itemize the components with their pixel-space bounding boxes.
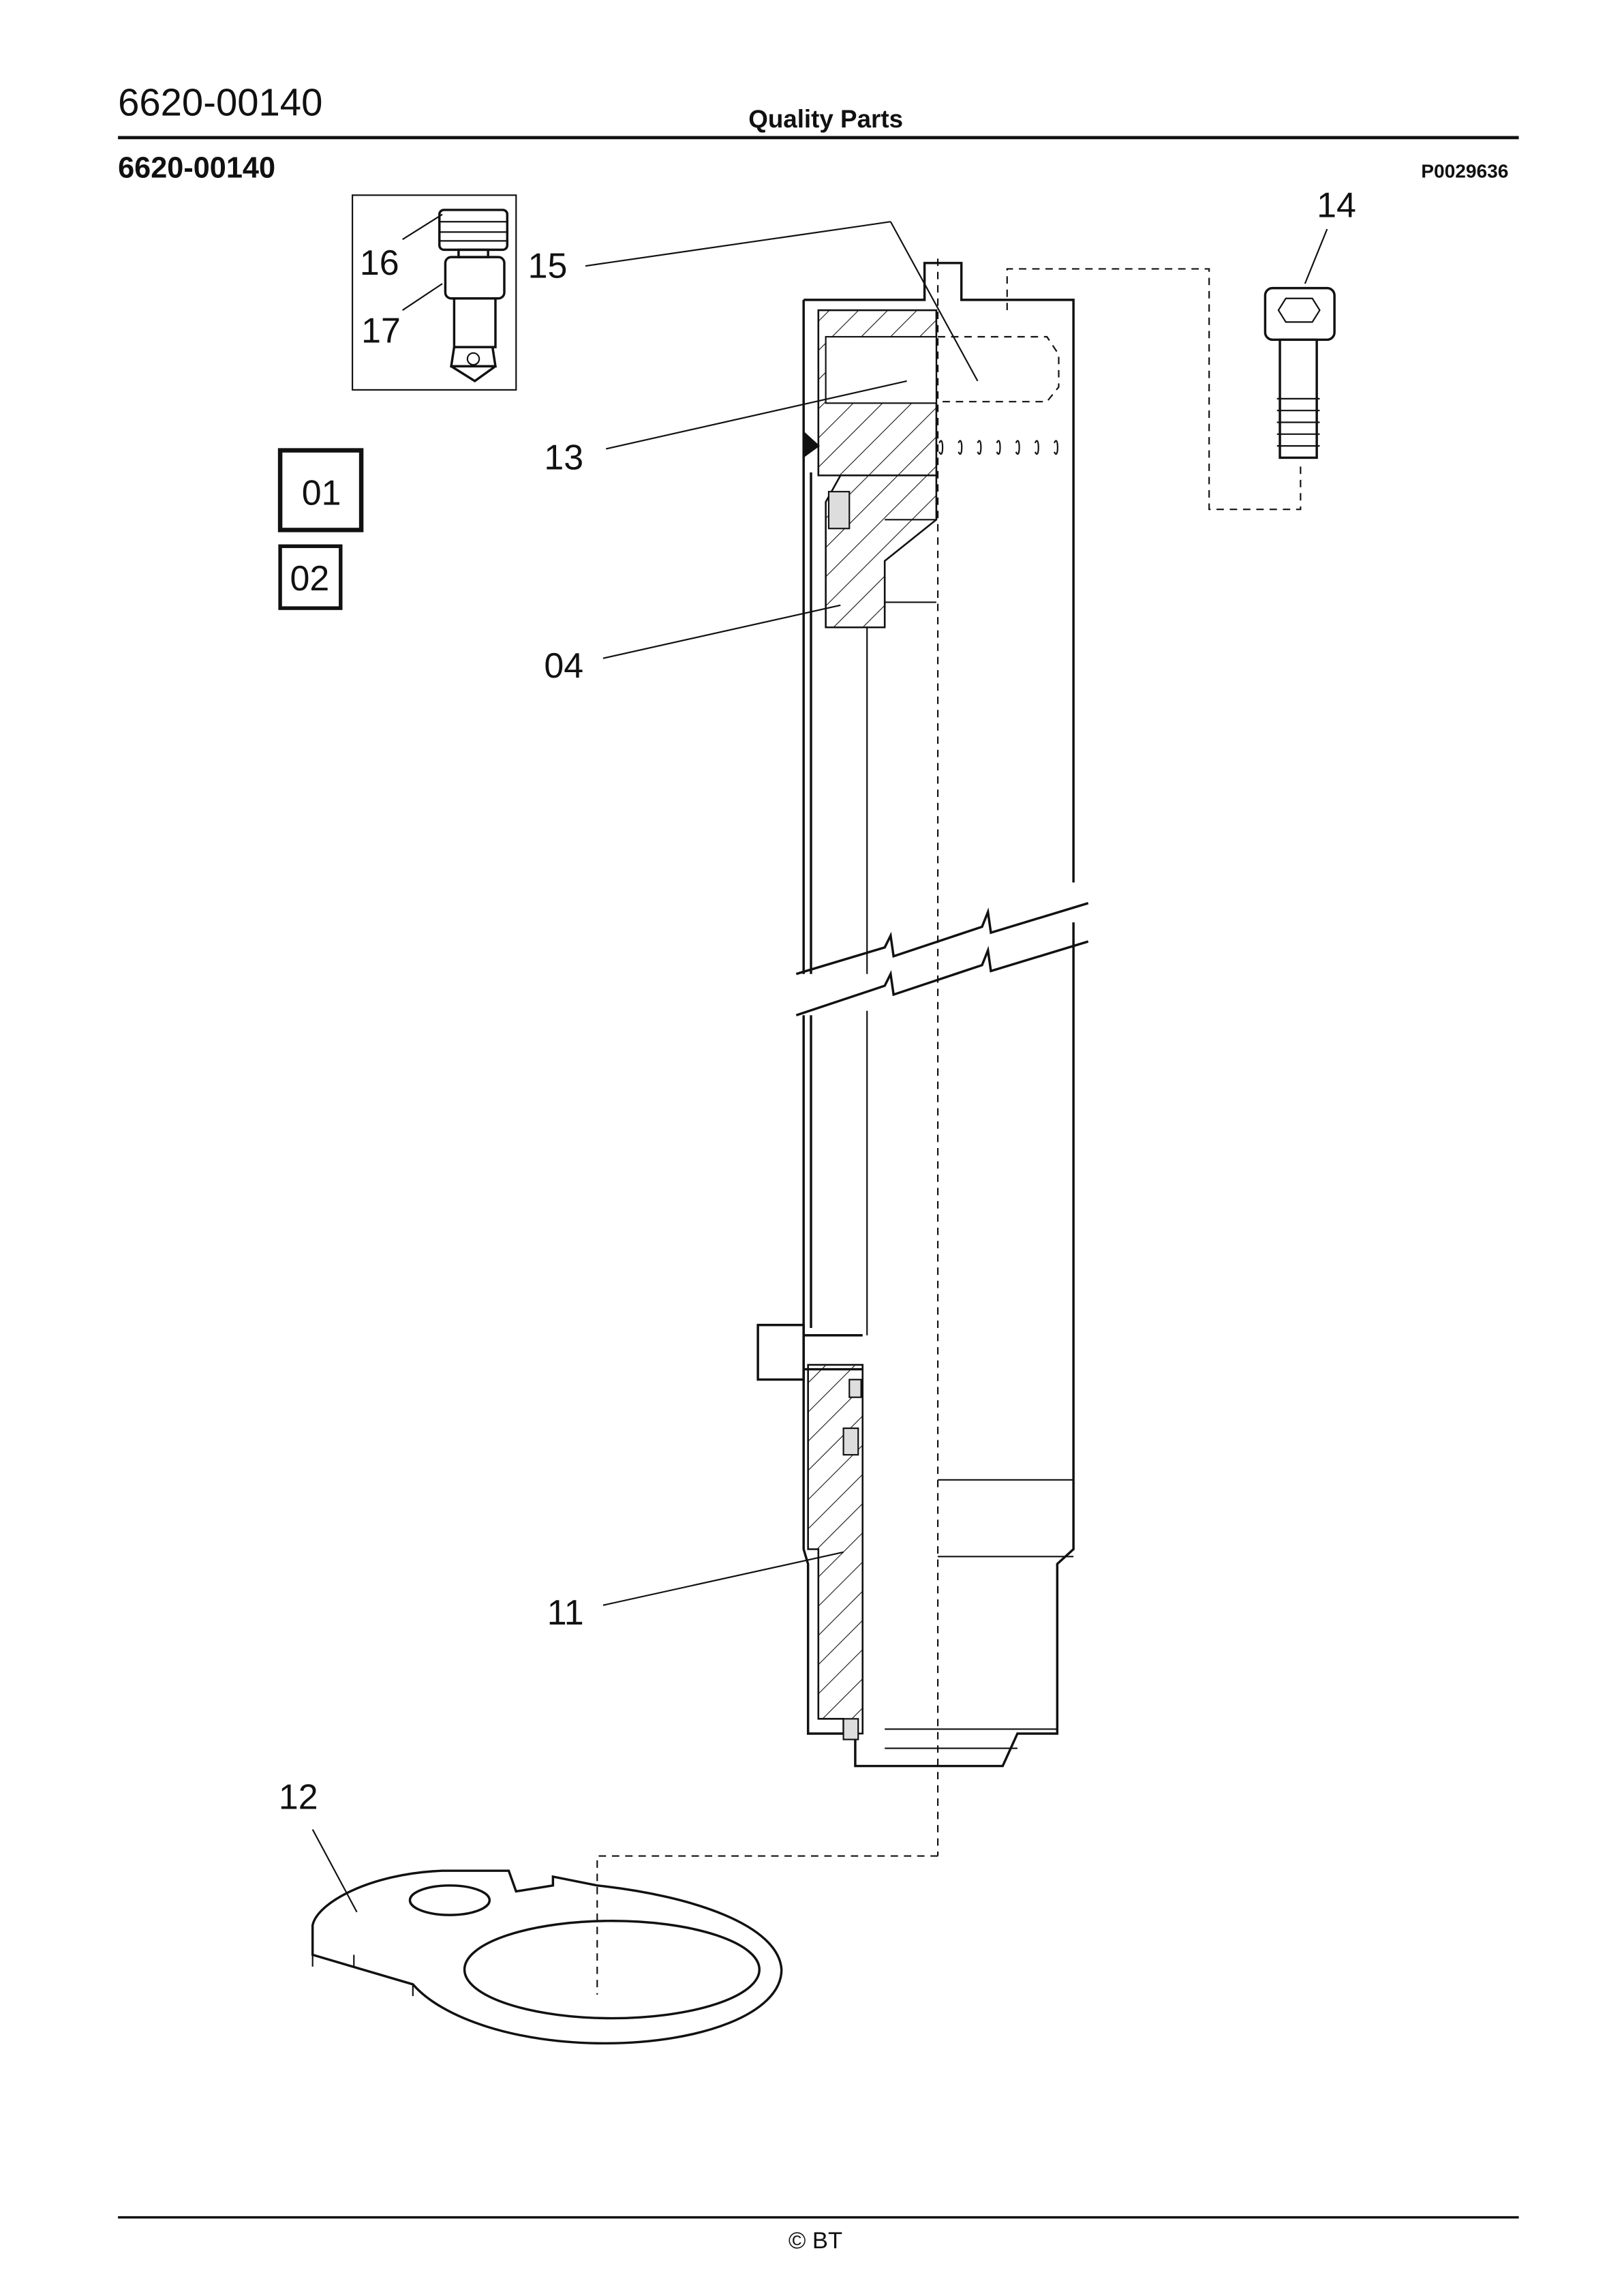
cylinder-assembly — [596, 258, 1089, 1995]
document-number: 6620-00140 — [118, 80, 322, 123]
boxed-label-01: 01 — [302, 474, 341, 513]
valve-detail-inset: 16 17 — [352, 194, 517, 391]
callout-04: 04 — [544, 646, 583, 686]
leader-15 — [585, 221, 891, 267]
callout-16: 16 — [360, 243, 399, 283]
drawing-id: P0029636 — [1421, 160, 1508, 181]
leader-13 — [606, 380, 907, 450]
section-number: 6620-00140 — [118, 151, 275, 184]
callout-13: 13 — [544, 438, 583, 478]
leader-11 — [602, 1551, 844, 1606]
copyright: © BT — [789, 2228, 842, 2254]
boxed-label-02-frame — [278, 544, 343, 610]
leader-15b — [889, 221, 979, 382]
cap-screw — [1006, 228, 1336, 511]
callout-11: 11 — [547, 1593, 584, 1633]
callout-15: 15 — [528, 246, 568, 286]
boxed-label-01-frame — [277, 448, 364, 532]
callout-17: 17 — [361, 312, 401, 351]
callout-12: 12 — [279, 1777, 318, 1817]
boxed-label-02: 02 — [290, 559, 329, 599]
mounting-ring — [311, 1829, 783, 2045]
leader-04 — [602, 604, 841, 659]
page-title: Quality Parts — [748, 105, 903, 133]
callout-14: 14 — [1317, 186, 1356, 226]
